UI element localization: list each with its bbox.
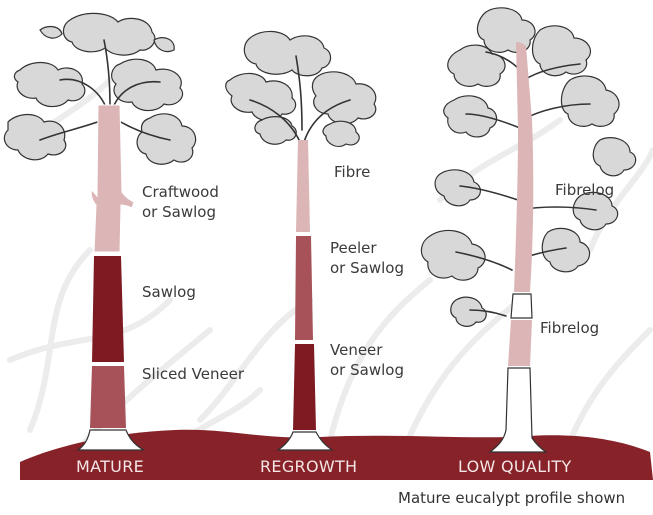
mature-label-craftwood-line1: Craftwood <box>142 182 219 202</box>
mature-label-craftwood: Craftwood or Sawlog <box>142 182 219 222</box>
low-quality-trunk-upper <box>514 42 533 292</box>
low-quality-label-fibrelog-lower: Fibrelog <box>540 318 599 338</box>
regrowth-label-veneer-line1: Veneer <box>330 340 404 360</box>
tree-name-mature: MATURE <box>76 457 144 477</box>
regrowth-label-peeler-line2: or Sawlog <box>330 258 404 278</box>
mature-trunk-sawlog <box>92 256 124 362</box>
low-quality-trunk-lower <box>508 320 532 366</box>
mature-trunk-veneer <box>90 366 126 428</box>
tree-name-regrowth: REGROWTH <box>260 457 357 477</box>
low-quality-trunk-cut <box>511 294 532 318</box>
mature-label-sawlog: Sawlog <box>142 282 196 302</box>
regrowth-trunk-veneer <box>293 344 316 430</box>
mature-label-craftwood-line2: or Sawlog <box>142 202 219 222</box>
caption: Mature eucalypt profile shown <box>398 488 625 508</box>
mature-label-sliced-veneer: Sliced Veneer <box>142 364 244 384</box>
regrowth-trunk-fibre <box>296 140 310 232</box>
tree-name-low-quality: LOW QUALITY <box>458 457 572 477</box>
regrowth-label-peeler-line1: Peeler <box>330 238 404 258</box>
regrowth-label-peeler: Peeler or Sawlog <box>330 238 404 278</box>
regrowth-label-fibre: Fibre <box>334 162 370 182</box>
low-quality-label-fibrelog-upper: Fibrelog <box>555 180 614 200</box>
regrowth-label-veneer-line2: or Sawlog <box>330 360 404 380</box>
mature-trunk-craftwood <box>91 105 134 252</box>
tree-mature <box>4 13 195 450</box>
regrowth-trunk-peeler <box>295 236 313 340</box>
regrowth-label-veneer: Veneer or Sawlog <box>330 340 404 380</box>
